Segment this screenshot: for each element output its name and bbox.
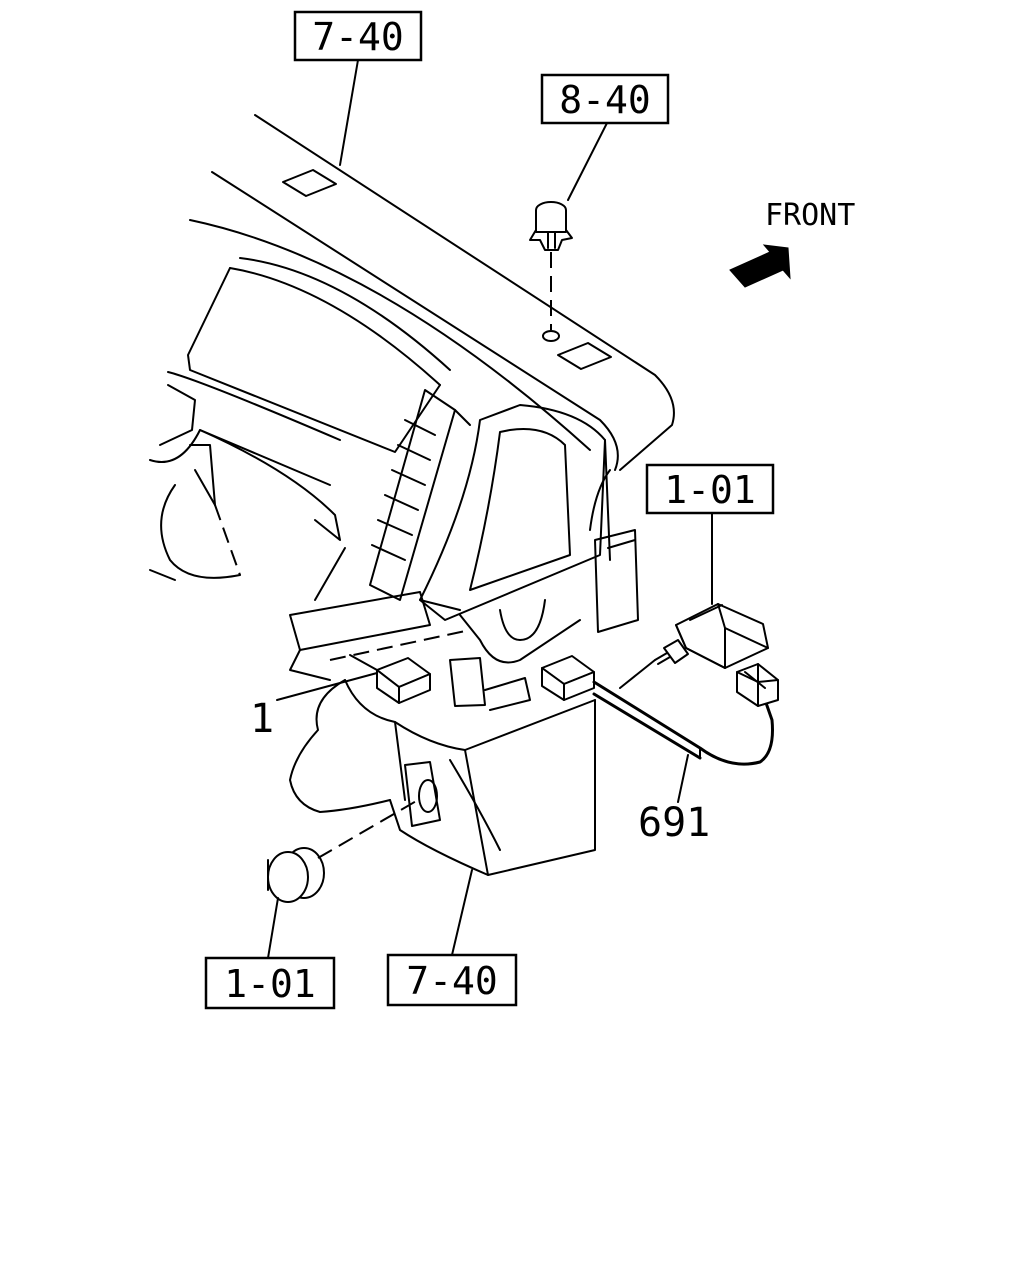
callout-part-1-label: 1 — [250, 696, 274, 742]
callout-harness-label: 691 — [638, 800, 710, 846]
front-arrow: FRONT — [729, 198, 855, 288]
connector-1 — [349, 654, 431, 704]
instrument-panel-upper — [149, 114, 675, 581]
callout-switch: 1-01 — [645, 463, 775, 605]
callout-plug-label: 1-01 — [224, 962, 316, 1006]
callout-part-1: 1 — [250, 672, 378, 742]
side-pod — [419, 404, 639, 641]
callout-lower-cover-label: 7-40 — [406, 959, 498, 1003]
knee-cover — [289, 679, 596, 876]
callout-switch-label: 1-01 — [664, 468, 756, 512]
switch-1-01 — [619, 603, 769, 689]
front-label: FRONT — [765, 198, 855, 233]
clip-8-40 — [529, 201, 573, 342]
callout-top-panel: 7-40 — [293, 10, 423, 166]
callout-harness: 691 — [638, 754, 710, 846]
center-cluster — [369, 389, 471, 601]
plug-1-01 — [267, 799, 419, 903]
harness-691 — [541, 655, 779, 766]
callout-lower-cover: 7-40 — [386, 869, 518, 1007]
callout-clip: 8-40 — [540, 73, 670, 201]
callout-clip-label: 8-40 — [559, 78, 651, 122]
callout-top-panel-label: 7-40 — [312, 15, 404, 59]
lower-console — [289, 547, 581, 711]
callout-plug: 1-01 — [204, 897, 336, 1010]
